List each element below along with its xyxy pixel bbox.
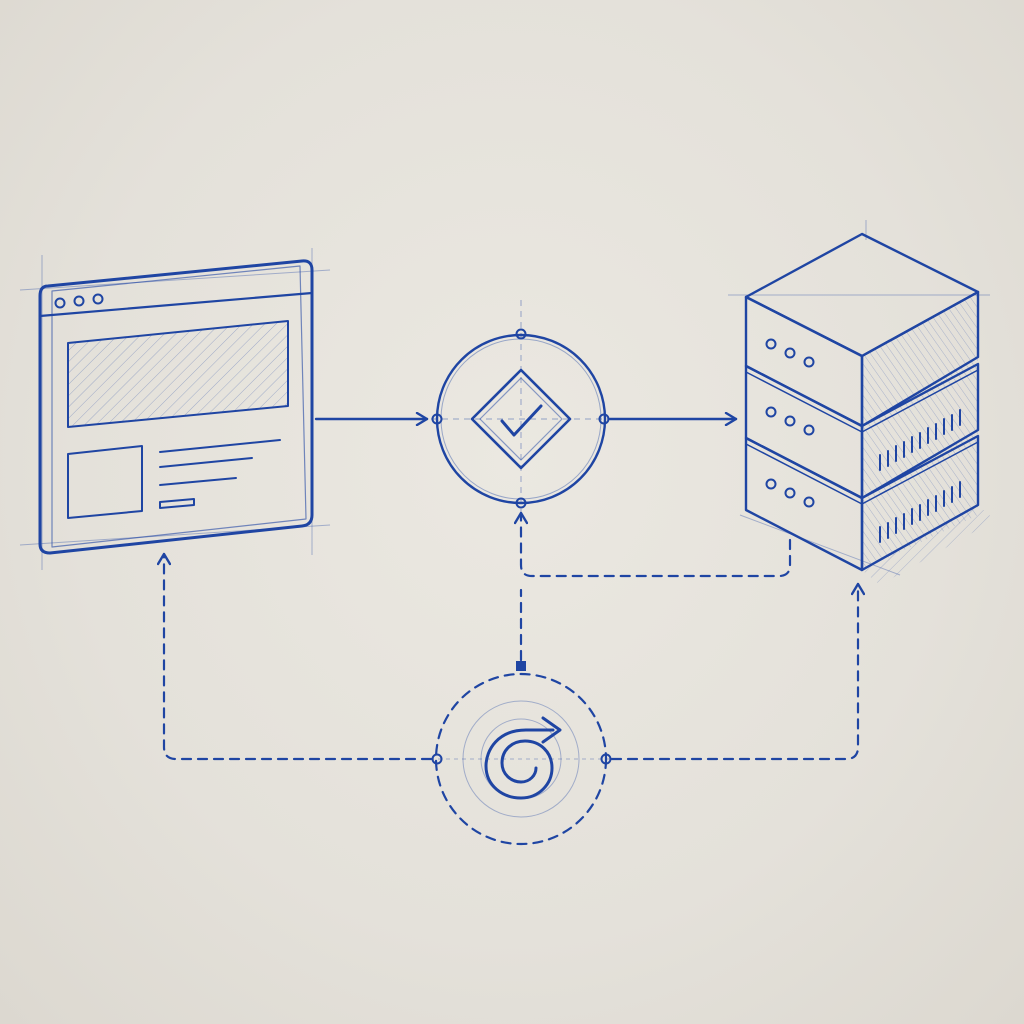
edge-sync-to-browser — [164, 554, 433, 761]
edge-sync-to-database — [610, 584, 858, 761]
refresh-cycle-icon — [430, 661, 612, 846]
sync-top-handle — [516, 661, 526, 671]
edge-database-to-validation — [521, 513, 792, 578]
browser-window-icon — [19, 248, 331, 570]
server-stack-icon — [728, 220, 995, 585]
diamond-checkmark-icon — [420, 300, 625, 520]
